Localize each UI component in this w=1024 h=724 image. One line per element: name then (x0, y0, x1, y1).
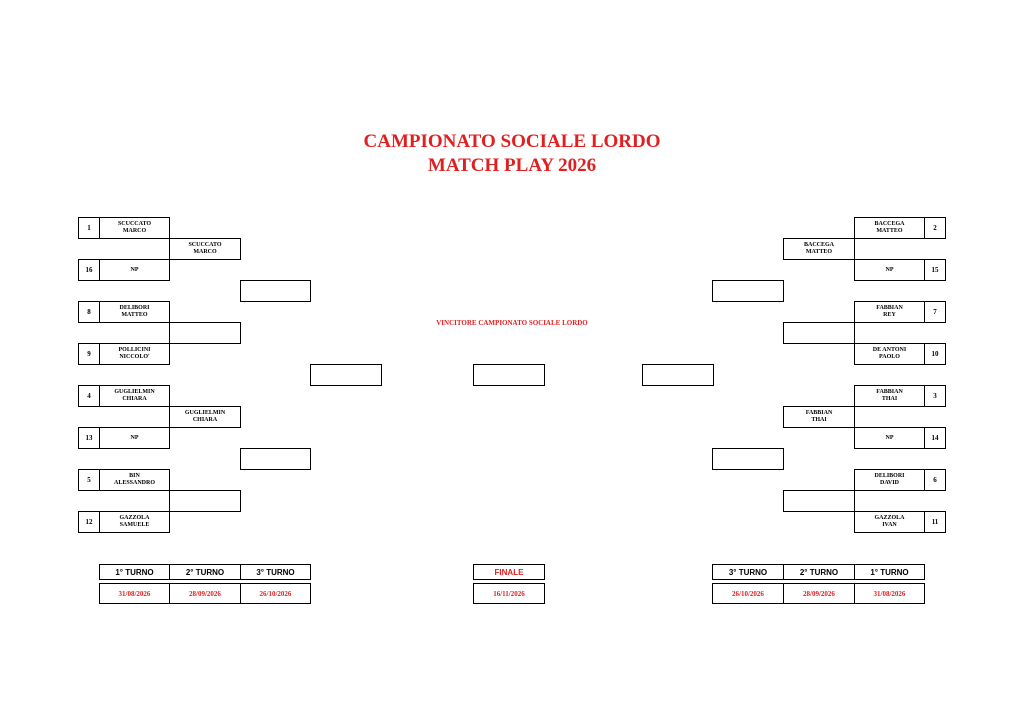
player-slot: DELIBORI MATTEO (99, 301, 170, 323)
seed-number: 16 (78, 259, 100, 281)
seed-number: 6 (924, 469, 946, 491)
seed-number: 13 (78, 427, 100, 449)
seed-number: 9 (78, 343, 100, 365)
round2-slot (169, 322, 241, 344)
seed-number: 1 (78, 217, 100, 239)
title-line-2: MATCH PLAY 2026 (427, 155, 597, 176)
seed-number: 3 (924, 385, 946, 407)
schedule-right-header-1: 3° TURNO (712, 564, 784, 580)
round3-slot (712, 280, 784, 302)
player-slot: POLLICINI NICCOLO' (99, 343, 170, 365)
schedule-left-header-3: 3° TURNO (240, 564, 311, 580)
final-winner-slot (473, 364, 545, 386)
seed-number: 8 (78, 301, 100, 323)
seed-number: 11 (924, 511, 946, 533)
player-slot: FABBIAN REY (854, 301, 925, 323)
player-slot: GAZZOLA IVAN (854, 511, 925, 533)
round2-slot (169, 490, 241, 512)
seed-number: 5 (78, 469, 100, 491)
round2-slot: SCUCCATO MARCO (169, 238, 241, 260)
semifinal-slot (310, 364, 382, 386)
round2-slot: BACCEGA MATTEO (783, 238, 855, 260)
player-slot: FABBIAN THAI (854, 385, 925, 407)
round3-slot (240, 280, 311, 302)
round2-slot: GUGLIELMIN CHIARA (169, 406, 241, 428)
seed-number: 7 (924, 301, 946, 323)
seed-number: 10 (924, 343, 946, 365)
round2-slot (783, 322, 855, 344)
title-line-1: CAMPIONATO SOCIALE LORDO (363, 131, 661, 152)
schedule-right-date-2: 28/09/2026 (783, 583, 855, 604)
winner-caption: VINCITORE CAMPIONATO SOCIALE LORDO (436, 319, 588, 327)
schedule-left-header-1: 1° TURNO (99, 564, 170, 580)
player-slot: DELIBORI DAVID (854, 469, 925, 491)
schedule-left-date-2: 28/09/2026 (169, 583, 241, 604)
round2-slot (783, 490, 855, 512)
player-slot: BACCEGA MATTEO (854, 217, 925, 239)
schedule-right-header-2: 2° TURNO (783, 564, 855, 580)
player-slot: NP (99, 259, 170, 281)
schedule-right-header-3: 1° TURNO (854, 564, 925, 580)
seed-number: 15 (924, 259, 946, 281)
player-slot: NP (99, 427, 170, 449)
player-slot: GAZZOLA SAMUELE (99, 511, 170, 533)
player-slot: NP (854, 427, 925, 449)
seed-number: 4 (78, 385, 100, 407)
player-slot: GUGLIELMIN CHIARA (99, 385, 170, 407)
schedule-right-date-1: 26/10/2026 (712, 583, 784, 604)
schedule-left-date-3: 26/10/2026 (240, 583, 311, 604)
schedule-left-header-2: 2° TURNO (169, 564, 241, 580)
schedule-left-date-1: 31/08/2026 (99, 583, 170, 604)
player-slot: DE ANTONI PAOLO (854, 343, 925, 365)
round3-slot (240, 448, 311, 470)
semifinal-slot (642, 364, 714, 386)
round3-slot (712, 448, 784, 470)
player-slot: SCUCCATO MARCO (99, 217, 170, 239)
seed-number: 2 (924, 217, 946, 239)
round2-slot: FABBIAN THAI (783, 406, 855, 428)
schedule-right-date-3: 31/08/2026 (854, 583, 925, 604)
schedule-final-date: 16/11/2026 (473, 583, 545, 604)
seed-number: 12 (78, 511, 100, 533)
seed-number: 14 (924, 427, 946, 449)
schedule-final-header: FINALE (473, 564, 545, 580)
player-slot: BIN ALESSANDRO (99, 469, 170, 491)
player-slot: NP (854, 259, 925, 281)
